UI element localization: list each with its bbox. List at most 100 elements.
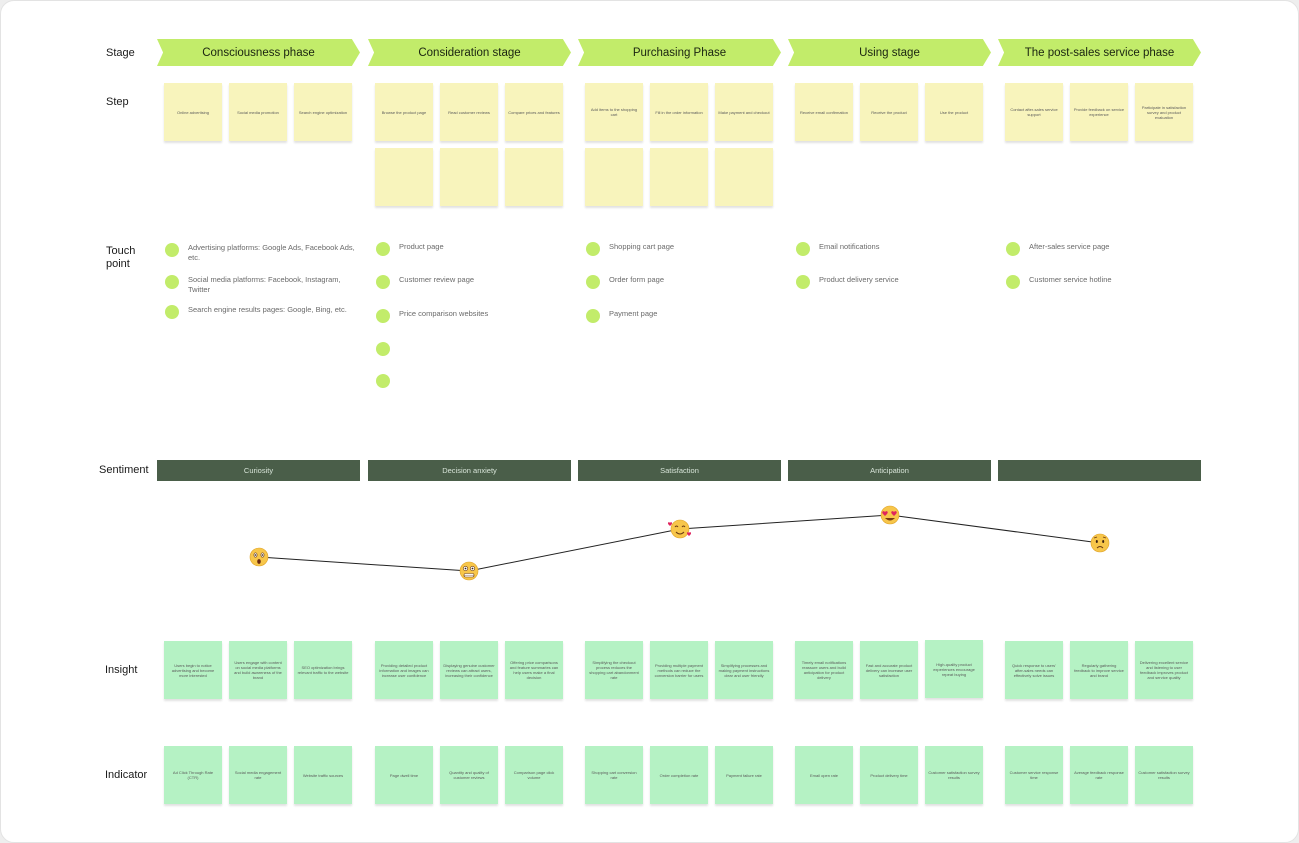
touchpoint-dot-icon <box>1006 275 1020 289</box>
row-label-insight: Insight <box>105 664 138 676</box>
stage-header[interactable]: Consciousness phase <box>157 39 360 66</box>
step-note[interactable]: Participate in satisfaction survey and p… <box>1135 83 1193 141</box>
row-label-touch-point: Touch point <box>106 245 135 271</box>
indicator-note[interactable]: Customer service response time <box>1005 746 1063 804</box>
step-note[interactable]: Online advertising <box>164 83 222 141</box>
touchpoint-item: Price comparison websites <box>376 309 569 323</box>
empty-step-note[interactable] <box>375 148 433 206</box>
sentiment-bar: Curiosity <box>157 460 360 481</box>
insight-note[interactable]: SEO optimization brings relevant traffic… <box>294 641 352 699</box>
touchpoint-label: Search engine results pages: Google, Bin… <box>188 305 347 314</box>
insight-note[interactable]: Regularly gathering feedback to improve … <box>1070 641 1128 699</box>
worried-face-icon <box>1090 533 1110 553</box>
row-label-stage: Stage <box>106 47 135 59</box>
insight-note[interactable]: Users begin to notice advertising and be… <box>164 641 222 699</box>
step-note[interactable]: Receive the product <box>860 83 918 141</box>
step-note[interactable]: Make payment and checkout <box>715 83 773 141</box>
empty-step-note[interactable] <box>440 148 498 206</box>
row-label-sentiment: Sentiment <box>99 464 149 476</box>
touchpoint-item: Email notifications <box>796 242 989 256</box>
touchpoint-dot-icon <box>586 242 600 256</box>
insight-note[interactable]: Offering price comparisons and feature s… <box>505 641 563 699</box>
stage-header[interactable]: The post-sales service phase <box>998 39 1201 66</box>
insight-note[interactable]: Providing detailed product information a… <box>375 641 433 699</box>
touchpoint-item: After-sales service page <box>1006 242 1199 256</box>
insight-note[interactable]: Delivering excellent service and listeni… <box>1135 641 1193 699</box>
stage-header[interactable]: Purchasing Phase <box>578 39 781 66</box>
step-note[interactable]: Read customer reviews <box>440 83 498 141</box>
indicator-note[interactable]: Product delivery time <box>860 746 918 804</box>
touchpoint-dot-icon <box>376 374 390 388</box>
indicator-note[interactable]: Social media engagement rate <box>229 746 287 804</box>
step-note[interactable]: Receive email confirmation <box>795 83 853 141</box>
empty-step-note[interactable] <box>650 148 708 206</box>
insight-note[interactable]: Quick response to users' after-sales nee… <box>1005 641 1063 699</box>
indicator-note[interactable]: Order completion rate <box>650 746 708 804</box>
step-note[interactable]: Provide feedback on service experience <box>1070 83 1128 141</box>
step-note[interactable]: Search engine optimization <box>294 83 352 141</box>
stage-header[interactable]: Consideration stage <box>368 39 571 66</box>
stage-header[interactable]: Using stage <box>788 39 991 66</box>
insight-note[interactable]: Users engage with content on social medi… <box>229 641 287 699</box>
touchpoint-dot-icon <box>165 243 179 257</box>
insight-note[interactable]: Fast and accurate product delivery can i… <box>860 641 918 699</box>
touchpoint-label: Shopping cart page <box>609 242 675 251</box>
grimacing-face-icon <box>459 561 479 581</box>
indicator-note[interactable]: Page dwell time <box>375 746 433 804</box>
insight-note[interactable]: High-quality product experiences encoura… <box>925 640 983 698</box>
indicator-note[interactable]: Shopping cart conversion rate <box>585 746 643 804</box>
touchpoint-item: Search engine results pages: Google, Bin… <box>165 305 358 319</box>
indicator-note[interactable]: Customer satisfaction survey results <box>1135 746 1193 804</box>
insight-note[interactable]: Displaying genuine customer reviews can … <box>440 641 498 699</box>
row-label-touch-line2: point <box>106 258 130 270</box>
row-label-step: Step <box>106 96 129 108</box>
indicator-note[interactable]: Payment failure rate <box>715 746 773 804</box>
empty-step-note[interactable] <box>715 148 773 206</box>
touchpoint-label: After-sales service page <box>1029 242 1110 251</box>
indicator-note[interactable]: Average feedback response rate <box>1070 746 1128 804</box>
insight-note[interactable]: Simplifying the checkout process reduces… <box>585 641 643 699</box>
touchpoint-item: Product delivery service <box>796 275 989 289</box>
step-note[interactable]: Use the product <box>925 83 983 141</box>
step-note[interactable]: Contact after-sales service support <box>1005 83 1063 141</box>
empty-step-note[interactable] <box>505 148 563 206</box>
touchpoint-dot-icon <box>586 275 600 289</box>
touchpoint-dot-icon <box>796 275 810 289</box>
touchpoint-item: Order form page <box>586 275 779 289</box>
step-note[interactable]: Social media promotion <box>229 83 287 141</box>
touchpoint-dot-icon <box>376 342 390 356</box>
insight-note[interactable]: Simplifying processes and making payment… <box>715 641 773 699</box>
step-note[interactable]: Fill in the order information <box>650 83 708 141</box>
indicator-note[interactable]: Quantity and quality of customer reviews <box>440 746 498 804</box>
touchpoint-dot-icon <box>796 242 810 256</box>
sentiment-bar: Anticipation <box>788 460 991 481</box>
indicator-note[interactable]: Ad Click Through Rate (CTR) <box>164 746 222 804</box>
touchpoint-item <box>376 342 569 356</box>
step-note[interactable]: Browse the product page <box>375 83 433 141</box>
touchpoint-label: Price comparison websites <box>399 309 489 318</box>
touchpoint-dot-icon <box>376 309 390 323</box>
touchpoint-item: Customer review page <box>376 275 569 289</box>
indicator-note[interactable]: Comparison page click volume <box>505 746 563 804</box>
step-note[interactable]: Compare prices and features <box>505 83 563 141</box>
touchpoint-item: Social media platforms: Facebook, Instag… <box>165 275 358 295</box>
touchpoint-item: Customer service hotline <box>1006 275 1199 289</box>
touchpoint-label: Product delivery service <box>819 275 899 284</box>
insight-note[interactable]: Providing multiple payment methods can r… <box>650 641 708 699</box>
empty-step-note[interactable] <box>585 148 643 206</box>
indicator-note[interactable]: Email open rate <box>795 746 853 804</box>
heart-eyes-face-icon <box>880 505 900 525</box>
touchpoint-dot-icon <box>586 309 600 323</box>
astonished-face-icon <box>249 547 269 567</box>
row-label-touch-line1: Touch <box>106 245 136 257</box>
touchpoint-dot-icon <box>165 275 179 289</box>
touchpoint-label: Social media platforms: Facebook, Instag… <box>188 275 341 294</box>
insight-note[interactable]: Timely email notifications reassure user… <box>795 641 853 699</box>
indicator-note[interactable]: Customer satisfaction survey results <box>925 746 983 804</box>
sentiment-bar <box>998 460 1201 481</box>
step-note[interactable]: Add items to the shopping cart <box>585 83 643 141</box>
touchpoint-dot-icon <box>165 305 179 319</box>
indicator-note[interactable]: Website traffic sources <box>294 746 352 804</box>
